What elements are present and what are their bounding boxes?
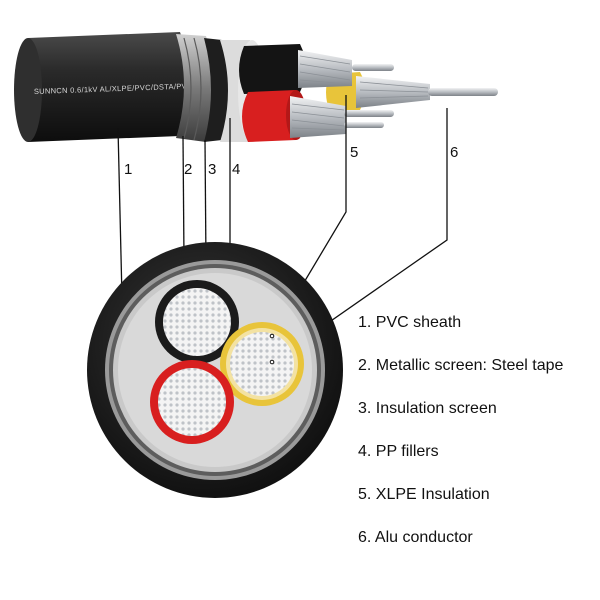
legend-item-pp-fillers: 4. PP fillers — [358, 443, 439, 460]
pvc-sheath-body — [19, 32, 189, 142]
cs-yellow-core-conductor — [230, 332, 294, 396]
cs-red-core-conductor — [158, 368, 226, 436]
callout-1: 1 — [124, 161, 132, 178]
leader-dot-5 — [269, 333, 275, 339]
red-core — [242, 90, 302, 142]
conductor-strands-bottom — [290, 96, 346, 138]
steel-tape-band — [176, 34, 214, 142]
legend: 1. PVC sheath 2. Metallic screen: Steel … — [358, 312, 598, 570]
callout-5: 5 — [350, 144, 358, 161]
callout-3: 3 — [208, 161, 216, 178]
legend-item-metallic-screen: 2. Metallic screen: Steel tape — [358, 357, 564, 374]
wire-tip-3 — [352, 64, 394, 71]
leader-line-1 — [117, 127, 123, 299]
conductor-strands-yellow — [356, 76, 430, 108]
leader-dots — [269, 333, 275, 365]
leader-dot-6 — [269, 359, 275, 365]
callout-2: 2 — [184, 161, 192, 178]
alu-conductors-3d — [290, 50, 498, 138]
cable-side-view: SUNNCN 0.6/1kV AL/XLPE/PVC/DSTA/PVC 3C — [14, 32, 498, 142]
legend-item-xlpe-insulation: 5. XLPE Insulation — [358, 486, 490, 503]
cable-cross-section — [87, 242, 343, 498]
callout-4: 4 — [232, 161, 240, 178]
steel-tape-stripes — [183, 37, 202, 141]
legend-item-pvc-sheath: 1. PVC sheath — [358, 314, 462, 331]
black-core — [239, 44, 306, 94]
wire-tip-2 — [344, 110, 394, 117]
legend-item-alu-conductor: 6. Alu conductor — [358, 529, 473, 546]
callout-6: 6 — [450, 144, 458, 161]
conductor-strand-lines — [291, 55, 429, 131]
inner-sheath-band — [204, 38, 229, 142]
legend-item-insulation-screen: 3. Insulation screen — [358, 400, 497, 417]
leader-line-2 — [182, 135, 185, 261]
cs-black-core-conductor — [163, 288, 231, 356]
callout-numbers: 1 2 3 4 5 6 — [124, 144, 458, 178]
sheath-end-cap — [14, 38, 42, 142]
wire-tip-1 — [428, 88, 498, 96]
wire-tip-4 — [344, 122, 384, 128]
